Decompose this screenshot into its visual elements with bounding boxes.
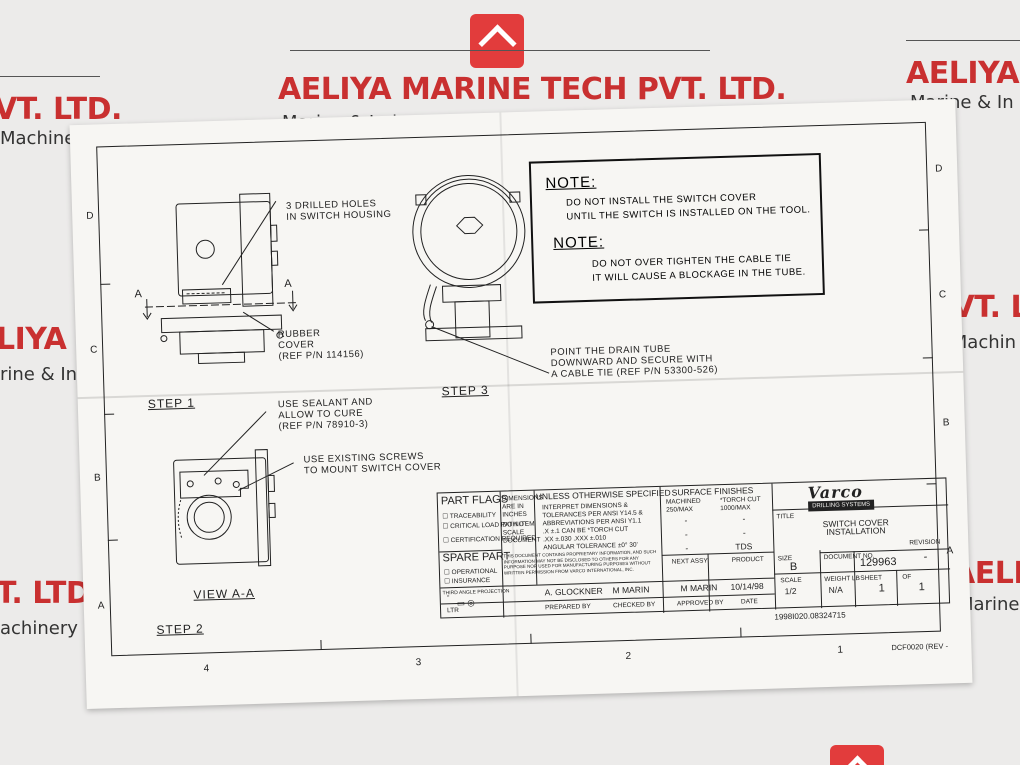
approved-by-label: APPROVED BY [676, 599, 724, 608]
watermark-rule [290, 50, 710, 51]
finish-dash: - [742, 527, 746, 538]
engineering-drawing-sheet: D C B A D C B A 4 3 2 1 [69, 98, 973, 710]
watermark-fragment: T. LTD [0, 576, 91, 611]
machined-finish: MACHINED 250/MAX [665, 497, 701, 514]
note-heading: NOTE: [545, 173, 597, 193]
product-tds: TDS [735, 541, 753, 552]
step1-label: STEP 1 [147, 395, 196, 412]
document-no-value: 129963 [859, 555, 897, 570]
date-value: 10/14/98 [730, 580, 764, 592]
scale-value: 1/2 [784, 585, 797, 597]
dims-units: DIMENSIONS ARE IN INCHES [501, 494, 544, 519]
step3-end-view [412, 174, 526, 342]
step1-side-view [144, 192, 297, 365]
spare-part-heading: SPARE PART [442, 550, 511, 565]
spare-insurance: ☐ INSURANCE [444, 576, 491, 586]
size-value: B [789, 560, 798, 574]
varco-logo: Varco DRILLING SYSTEMS [807, 482, 875, 512]
scale-label: SCALE [780, 576, 802, 585]
unless-specified: UNLESS OTHERWISE SPECIFIED [535, 487, 671, 502]
next-assy-dash: - [685, 543, 689, 554]
section-label-a: A [134, 288, 143, 301]
note-heading: NOTE: [552, 233, 605, 252]
revision-label: REVISION [909, 538, 941, 547]
next-assy-label: NEXT ASSY [671, 557, 708, 566]
product-label: PRODUCT [731, 555, 764, 564]
step2-label: STEP 2 [156, 621, 204, 637]
watermark-rule [0, 76, 100, 77]
weight-label: WEIGHT LB [824, 575, 861, 584]
watermark-logo-icon [830, 745, 884, 765]
interp-text: INTERPRET DIMENSIONS &TOLERANCES PER ANS… [541, 501, 643, 552]
finish-dash: - [684, 529, 688, 540]
date-label: DATE [740, 598, 758, 606]
ltr-label: LTR [446, 606, 460, 615]
sheet-value: 1 [878, 582, 885, 595]
watermark-logo-icon [470, 14, 524, 68]
step3-label: STEP 3 [441, 382, 489, 399]
view-aa-label: VIEW A-A [193, 585, 256, 602]
prepared-by-name: A. GLOCKNER [544, 585, 603, 598]
title-label: TITLE [776, 512, 795, 521]
projection-icon: ▭ ◎ [456, 597, 475, 608]
torch-finish: *TORCH CUT 1000/MAX [719, 495, 761, 513]
checked-by-label: CHECKED BY [612, 601, 656, 610]
flag-traceability: ☐ TRACEABILITY [442, 511, 497, 521]
watermark-fragment: VT. LTD. [0, 92, 122, 127]
watermark-fragment: achinery [0, 618, 78, 639]
watermark-company: AELIYA MARINE TECH PVT. LTD. [278, 72, 787, 107]
dcf-code: DCF0020 (REV - [891, 641, 949, 653]
finish-dash: - [742, 513, 746, 524]
checked-by-name: M MARIN [612, 584, 650, 596]
revision-value: - [923, 551, 928, 564]
approved-by-name: M MARIN [680, 582, 718, 594]
rev-ltr: - [446, 590, 450, 601]
watermark-fragment: Marine [958, 594, 1020, 615]
weight-value: N/A [828, 584, 843, 595]
view-aa-section [173, 449, 276, 567]
section-label-a: A [284, 277, 293, 290]
of-label: OF [902, 573, 912, 581]
finish-dash: - [684, 515, 688, 526]
third-angle-projection: THIRD ANGLE PROJECTION [442, 588, 510, 597]
proprietary-notice: THIS DOCUMENT CONTAINS PROPRIETARY INFOR… [503, 549, 657, 576]
watermark-rule [906, 40, 1020, 41]
of-value: 1 [918, 581, 925, 594]
title-block: PART FLAGS ☐ TRACEABILITY ☐ CRITICAL LOA… [436, 477, 951, 619]
technical-drawings [100, 174, 937, 651]
spare-operational: ☐ OPERATIONAL [443, 567, 498, 577]
surface-finishes: SURFACE FINISHES [671, 485, 754, 498]
prepared-by-label: PREPARED BY [544, 603, 591, 612]
watermark-fragment: rine & In [0, 364, 78, 385]
watermark-fragment: AELIYA M [906, 56, 1020, 91]
part-flags-heading: PART FLAGS [440, 493, 509, 508]
dims-scale: DO NOT SCALE DOCUMENT [502, 520, 541, 545]
